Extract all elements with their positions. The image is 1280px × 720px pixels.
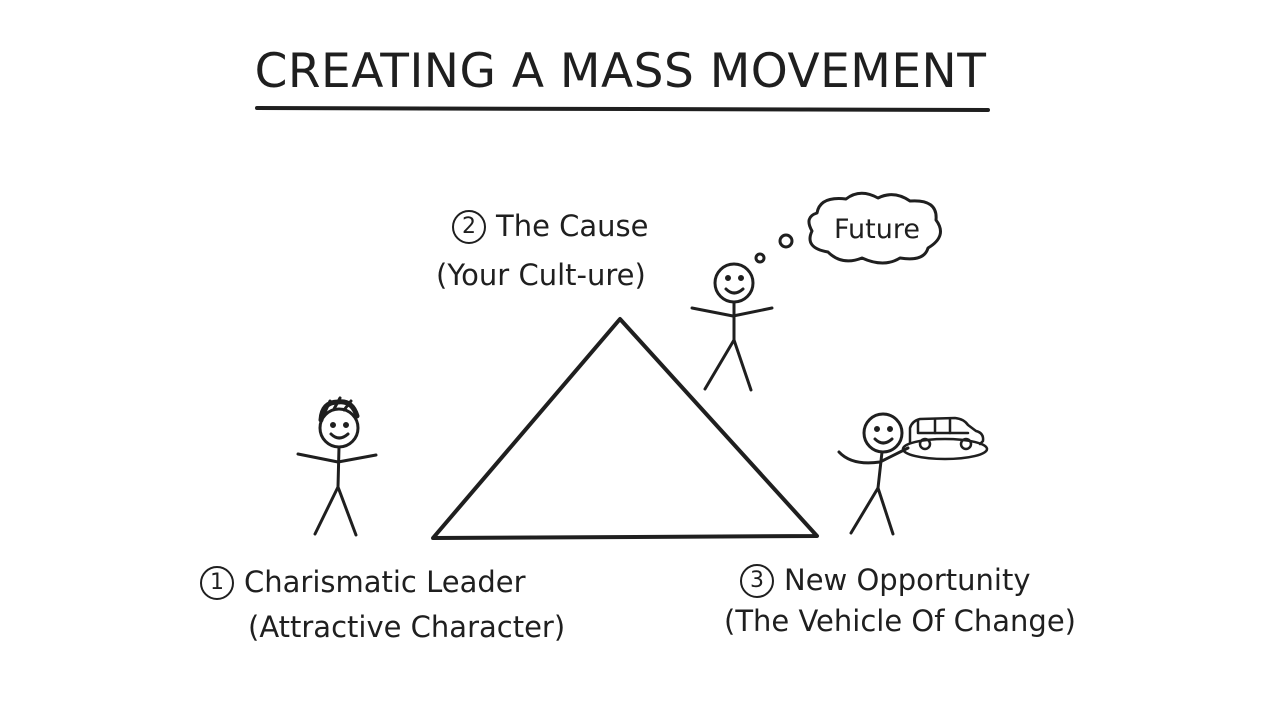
thought-bubble (754, 191, 942, 265)
thought-bubble-text: Future (834, 214, 920, 245)
stick-figure-leader (296, 396, 378, 537)
leader-subtitle: (Attractive Character) (248, 610, 566, 644)
cause-title: The Cause (496, 209, 649, 243)
page-title: CREATING A MASS MOVEMENT (254, 44, 987, 99)
stick-figure-with-car (837, 412, 910, 536)
car-icon (901, 416, 989, 461)
leader-title-label: 1 Charismatic Leader (200, 562, 526, 602)
triangle (431, 317, 819, 540)
leader-number-badge: 1 (200, 566, 234, 600)
cause-subtitle: (Your Cult-ure) (436, 258, 646, 292)
opportunity-number-badge: 3 (740, 564, 774, 598)
stick-figure-thinker (690, 262, 774, 392)
opportunity-subtitle: (The Vehicle Of Change) (724, 604, 1076, 638)
opportunity-title-label: 3 New Opportunity (740, 560, 1031, 600)
cause-number-badge: 2 (452, 210, 486, 244)
leader-title: Charismatic Leader (244, 565, 526, 599)
cause-title-label: 2 The Cause (452, 206, 649, 246)
opportunity-title: New Opportunity (784, 563, 1031, 597)
